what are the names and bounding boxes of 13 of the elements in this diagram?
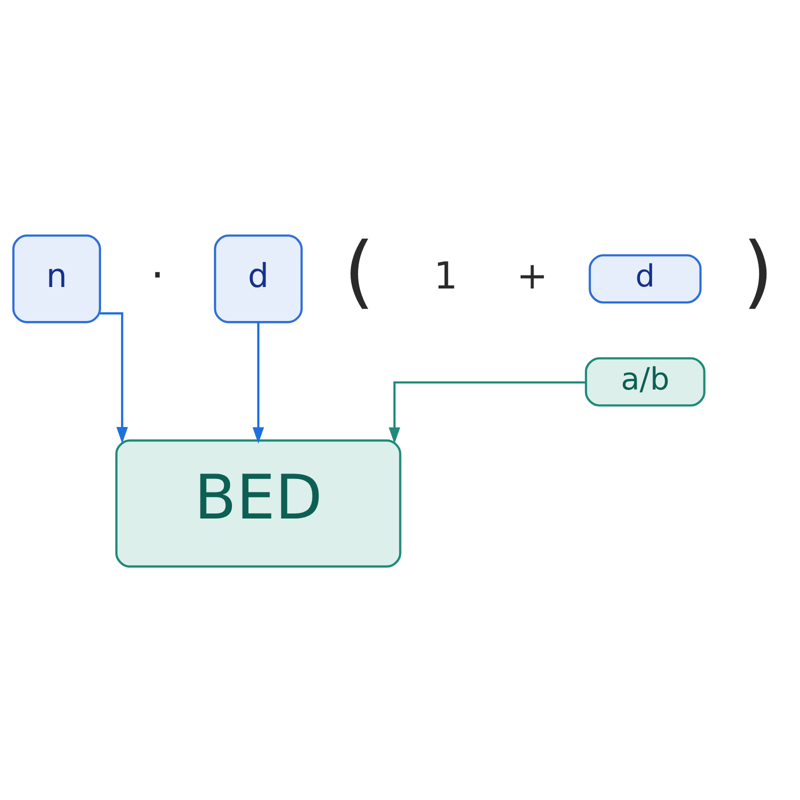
label: · <box>150 249 164 300</box>
arrow <box>99 312 128 444</box>
label: ( <box>343 225 374 318</box>
node-box: d <box>588 254 702 304</box>
node-box: d <box>213 234 302 323</box>
arrow <box>252 322 264 444</box>
node-box: n <box>12 234 101 323</box>
arrow <box>388 380 586 444</box>
label: + <box>516 252 548 297</box>
node-box: BED <box>114 438 401 568</box>
node-box: a/b <box>584 356 705 406</box>
label: ) <box>742 225 773 318</box>
label: 1 <box>433 252 458 297</box>
